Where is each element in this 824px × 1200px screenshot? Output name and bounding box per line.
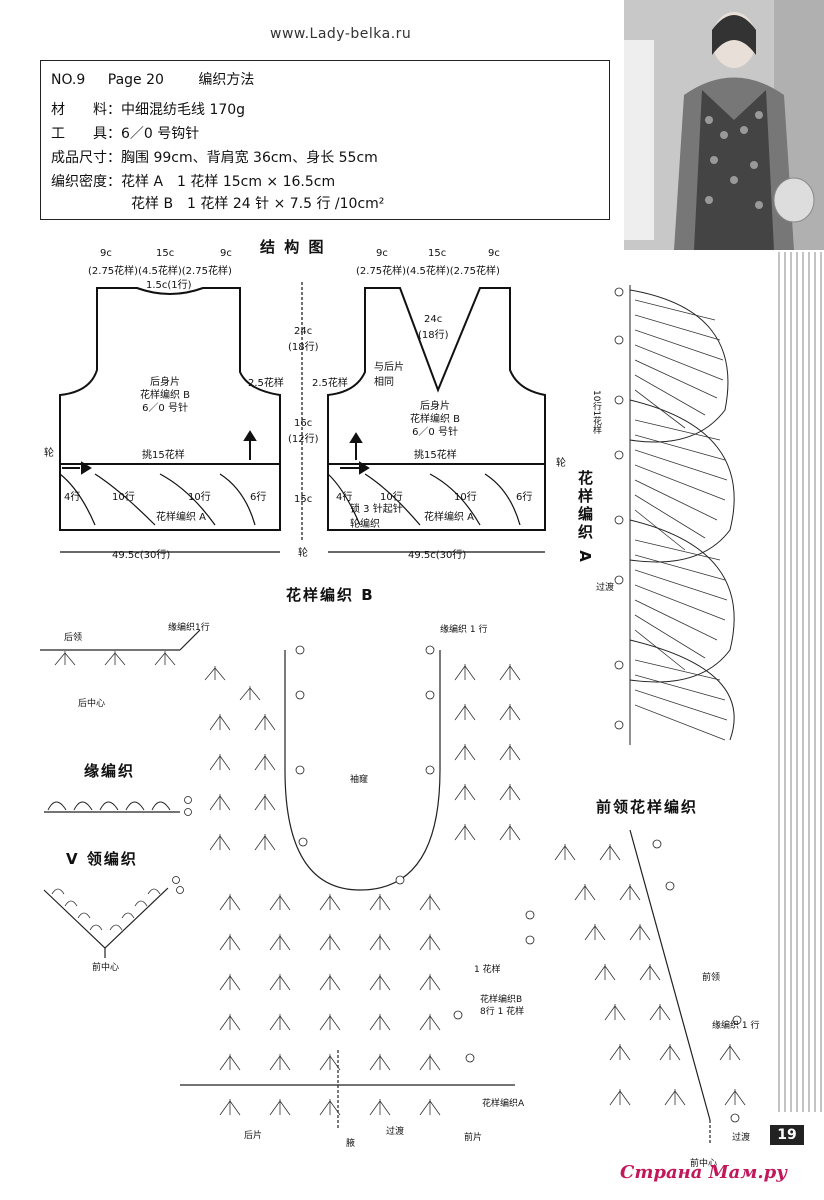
info-heading: NO.9 Page 20 编织方法 bbox=[51, 69, 254, 89]
edge-row-right-label: 缘编织 1 行 bbox=[440, 625, 488, 635]
height-16c: 16c bbox=[294, 418, 313, 429]
decorative-stripes bbox=[778, 252, 822, 1112]
edge-chart bbox=[44, 796, 192, 816]
width-right-label: 49.5c(30行) bbox=[408, 550, 467, 561]
pattern-a-chart bbox=[614, 285, 735, 745]
front-neck-label: 前领 bbox=[702, 973, 721, 983]
structure-title: 结 构 图 bbox=[260, 238, 326, 256]
top-left-15c: 15c bbox=[156, 248, 175, 259]
top-right-15c: 15c bbox=[428, 248, 447, 259]
rows-left-2: 10行 bbox=[112, 492, 135, 503]
edge-row-label: 缘编织1行 bbox=[168, 623, 210, 633]
back-neck-label: 后领 bbox=[64, 633, 83, 643]
gauge-b-line: 花样 B 1 花样 24 针 × 7.5 行 /10cm² bbox=[131, 196, 385, 212]
watermark: Страна Мам.ру bbox=[620, 1162, 787, 1183]
chain-note-label: 锁 3 针起针 轮编织 bbox=[350, 504, 403, 530]
vneck-front-center: 前中心 bbox=[92, 963, 120, 973]
edge-title: 缘编织 bbox=[84, 762, 136, 780]
rows-left-1: 4行 bbox=[64, 492, 81, 503]
tool-line: 工 具：6／0 号钩针 bbox=[51, 126, 200, 142]
one-motif-label: 1 花样 bbox=[474, 965, 501, 975]
pattern-a-left-label: 花样编织 A bbox=[156, 512, 207, 523]
front-neck-center: 前中心 bbox=[690, 1159, 718, 1169]
rows-left-3: 10行 bbox=[188, 492, 211, 503]
pattern-a-sub: 10行1花样 bbox=[591, 390, 601, 435]
armhole-left-label: 2.5花样 bbox=[248, 378, 284, 389]
rows-right-3: 10行 bbox=[454, 492, 477, 503]
front-neck-chart bbox=[554, 829, 746, 1145]
back-piece-label: 后身片 花样编织 B 6／0 号针 bbox=[140, 377, 191, 414]
site-url: www.Lady-belka.ru bbox=[270, 26, 412, 42]
front-neck-transfer: 过渡 bbox=[732, 1133, 751, 1143]
height-24c: 24c bbox=[294, 326, 313, 337]
gauge-a-line: 编织密度：花样 A 1 花样 15cm × 16.5cm bbox=[51, 174, 336, 190]
model-photo bbox=[624, 0, 824, 250]
info-box: NO.9 Page 20 编织方法 材 料：中细混纺毛线 170g 工 具：6／… bbox=[40, 60, 610, 220]
pick-left-label: 挑15花样 bbox=[142, 450, 185, 461]
back-piece-bottom: 后片 bbox=[244, 1131, 263, 1141]
pattern-a-note: 花样编织A bbox=[482, 1099, 525, 1109]
vneck-chart bbox=[43, 876, 184, 958]
material-line: 材 料：中细混纺毛线 170g bbox=[51, 102, 246, 118]
front-neck-edge-row: 缘编织 1 行 bbox=[712, 1021, 760, 1031]
rows-right-2: 10行 bbox=[380, 492, 403, 503]
pattern-b-chart bbox=[40, 629, 535, 1130]
pick-right-label: 挑15花样 bbox=[414, 450, 457, 461]
pattern-b-note: 花样编织B 8行 1 花样 bbox=[480, 995, 525, 1017]
page-number: 19 bbox=[770, 1125, 804, 1145]
top-right-9c-2: 9c bbox=[488, 248, 500, 259]
front-piece-bottom: 前片 bbox=[464, 1133, 483, 1143]
transfer-label: 过渡 bbox=[386, 1127, 405, 1137]
armhole-right-label: 2.5花样 bbox=[312, 378, 348, 389]
top-right-sub: (2.75花样)(4.5花样)(2.75花样) bbox=[356, 266, 500, 277]
armhole-label: 袖窿 bbox=[350, 775, 369, 785]
top-left-sub: (2.75花样)(4.5花样)(2.75花样) bbox=[88, 266, 232, 277]
pattern-b-title: 花样编织 B bbox=[286, 586, 375, 604]
height-24c-rows: (18行) bbox=[288, 342, 319, 353]
pattern-a-right-label: 花样编织 A bbox=[424, 512, 475, 523]
top-left-9c: 9c bbox=[100, 248, 112, 259]
rows-right-1: 4行 bbox=[336, 492, 353, 503]
v-height-24c-rows: (18行) bbox=[418, 330, 449, 341]
rows-right-4: 6行 bbox=[516, 492, 533, 503]
top-right-9c: 9c bbox=[376, 248, 388, 259]
height-15c: 15c bbox=[294, 494, 313, 505]
rows-left-4: 6行 bbox=[250, 492, 267, 503]
round-right-label: 轮 bbox=[556, 458, 566, 469]
size-line: 成品尺寸：胸围 99cm、背肩宽 36cm、身长 55cm bbox=[51, 150, 378, 166]
pattern-a-transfer: 过渡 bbox=[596, 583, 615, 593]
back-center-label: 后中心 bbox=[78, 699, 106, 709]
same-as-back-label: 与后片 相同 bbox=[374, 362, 404, 388]
top-left-9c-2: 9c bbox=[220, 248, 232, 259]
width-left-label: 49.5c(30行) bbox=[112, 550, 171, 561]
round-mid-label: 轮 bbox=[298, 548, 308, 559]
height-16c-rows: (12行) bbox=[288, 434, 319, 445]
front-piece-label: 后身片 花样编织 B 6／0 号针 bbox=[410, 401, 461, 438]
pattern-a-title: 花样编织 A bbox=[576, 470, 594, 565]
vneck-title: V 领编织 bbox=[66, 850, 138, 868]
method-label: 编织方法 bbox=[198, 72, 255, 88]
side-label: 腋 bbox=[346, 1139, 356, 1149]
round-left-label: 轮 bbox=[44, 448, 54, 459]
structure-diagram bbox=[59, 282, 546, 553]
front-neck-title: 前领花样编织 bbox=[596, 798, 699, 816]
page-ref: Page 20 bbox=[107, 72, 164, 88]
pattern-number: NO.9 bbox=[51, 72, 86, 88]
v-height-24c: 24c bbox=[424, 314, 443, 325]
neck-back-label: 1.5c(1行) bbox=[146, 280, 192, 291]
